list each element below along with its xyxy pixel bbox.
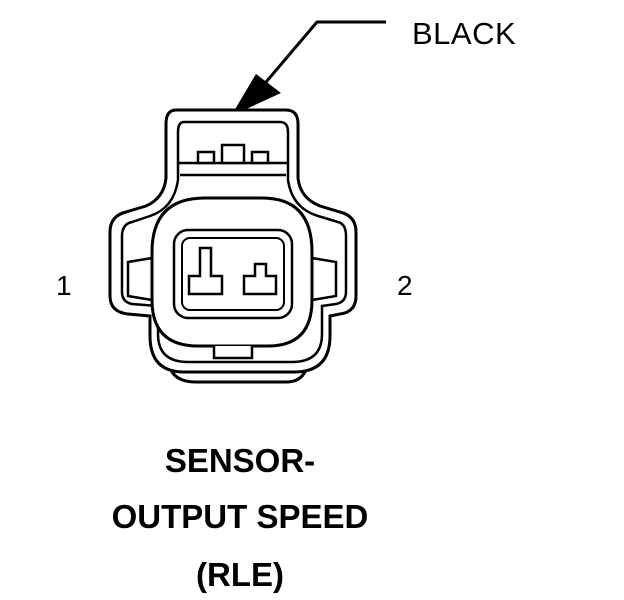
callout-arrowhead [231, 74, 281, 116]
left-rib [126, 256, 153, 302]
terminal-cavity-inner [181, 237, 285, 311]
terminal-1 [187, 246, 224, 296]
caption-line-3: (RLE) [196, 556, 284, 593]
latch-left-tab [196, 150, 216, 165]
caption-line-1: SENSOR- [164, 442, 316, 479]
right-rib [311, 256, 338, 302]
latch-right-tab [250, 150, 270, 165]
callout-leader-line [253, 20, 386, 96]
latch-center-tab [220, 143, 246, 165]
pin-2-label: 2 [397, 270, 413, 301]
pin-1-label: 1 [56, 270, 72, 301]
terminal-2 [242, 262, 278, 296]
caption-line-2: OUTPUT SPEED [111, 498, 369, 535]
terminal-cavity [172, 228, 294, 320]
connector-outer-body-inner [120, 120, 348, 364]
wire-color-label: BLACK [412, 16, 517, 51]
keyway-notch [212, 346, 254, 360]
